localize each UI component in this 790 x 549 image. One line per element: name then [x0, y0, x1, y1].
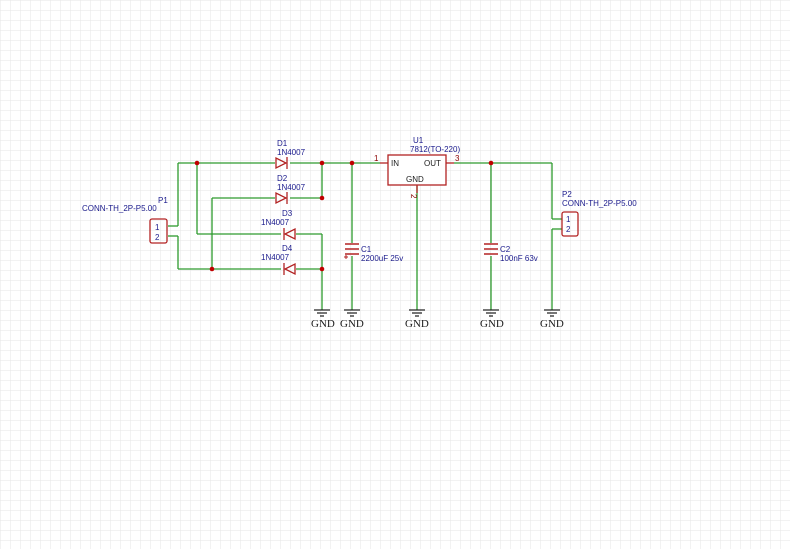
component-ref: D4 — [282, 244, 293, 253]
ground-symbol[interactable] — [409, 309, 425, 317]
component-value: CONN-TH_2P-P5.00 — [562, 199, 637, 208]
connector-body — [561, 211, 579, 237]
component-ref: C2 — [500, 245, 511, 254]
pin-label: 1 — [155, 223, 160, 232]
diode-symbol — [275, 191, 288, 205]
component-ref: U1 — [413, 136, 424, 145]
component-value: 2200uF 25v — [361, 254, 403, 263]
diode-symbol — [275, 156, 288, 170]
component-value: CONN-TH_2P-P5.00 — [82, 204, 157, 213]
connector-body — [149, 218, 168, 244]
component-ref: D3 — [282, 209, 293, 218]
regulator-u1[interactable]: IN OUT GND 1 3 2 — [374, 154, 460, 199]
component-value: 1N4007 — [277, 183, 306, 192]
component-value: 1N4007 — [261, 218, 290, 227]
capacitor-c1[interactable] — [344, 243, 359, 259]
ground-label: GND — [480, 318, 504, 330]
ground-label: GND — [311, 318, 335, 330]
diode-symbol — [283, 227, 296, 241]
diode-d2[interactable] — [275, 191, 288, 205]
wires — [168, 162, 562, 310]
pin-number: 3 — [455, 154, 460, 163]
ground-label: GND — [405, 318, 429, 330]
pin-name: OUT — [424, 159, 441, 168]
pin-name: GND — [406, 175, 424, 184]
component-value: 7812(TO-220) — [410, 145, 460, 154]
junction-dot — [488, 160, 494, 166]
component-ref: D1 — [277, 139, 288, 148]
ground-label: GND — [540, 318, 564, 330]
diode-symbol — [283, 262, 296, 276]
pin-label: 2 — [566, 225, 571, 234]
component-ref: C1 — [361, 245, 372, 254]
junction-dot — [319, 266, 325, 272]
junction-dot — [209, 266, 215, 272]
component-value: 1N4007 — [277, 148, 306, 157]
pin-label: 1 — [566, 215, 571, 224]
component-value: 100nF 63v — [500, 254, 538, 263]
component-ref: P2 — [562, 190, 572, 199]
junction-dot — [349, 160, 355, 166]
diode-d3[interactable] — [283, 227, 296, 241]
ground-symbol[interactable] — [314, 309, 330, 317]
capacitor-c2[interactable] — [484, 243, 498, 255]
pin-number: 2 — [409, 194, 418, 199]
junction-dot — [319, 195, 325, 201]
component-ref: D2 — [277, 174, 288, 183]
connector-p2[interactable]: 1 2 P2 CONN-TH_2P-P5.00 — [561, 190, 637, 237]
junctions — [194, 160, 494, 272]
diode-d4[interactable] — [283, 262, 296, 276]
ground-label: GND — [340, 318, 364, 330]
ground-symbol[interactable] — [344, 309, 360, 317]
connector-p1[interactable]: 1 2 P1 CONN-TH_2P-P5.00 — [82, 196, 168, 244]
ground-symbol[interactable] — [544, 309, 560, 317]
pin-label: 2 — [155, 233, 160, 242]
pin-number: 1 — [374, 154, 379, 163]
diode-d1[interactable] — [275, 156, 288, 170]
component-value: 1N4007 — [261, 253, 290, 262]
junction-dot — [194, 160, 200, 166]
component-ref: P1 — [158, 196, 168, 205]
ground-symbol[interactable] — [483, 309, 499, 317]
pin-name: IN — [391, 159, 399, 168]
junction-dot — [319, 160, 325, 166]
